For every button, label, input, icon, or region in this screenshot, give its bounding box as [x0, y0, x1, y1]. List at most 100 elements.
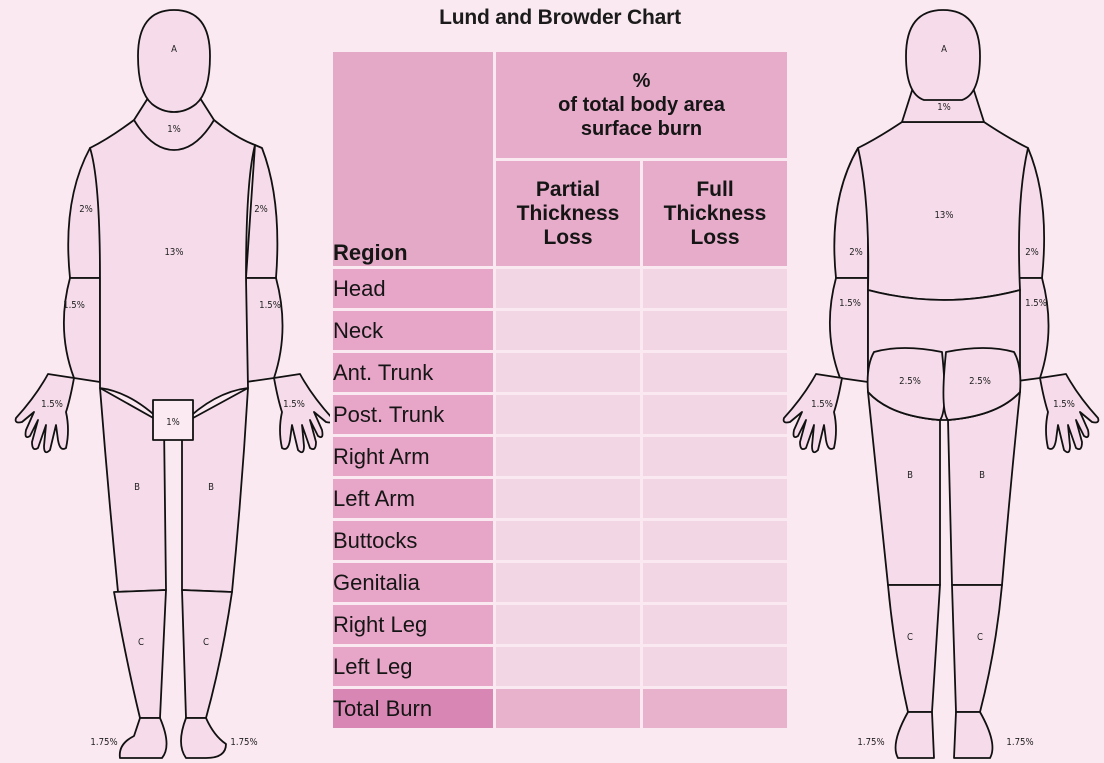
full-cell[interactable] — [642, 478, 789, 520]
front-label-lower-leg-right: C — [138, 637, 144, 648]
front-label-forearm-right: 1.5% — [63, 300, 85, 311]
table-row: Right Arm — [332, 436, 789, 478]
back-right-hand — [1040, 374, 1098, 452]
back-label-buttock-right: 2.5% — [969, 376, 991, 387]
table-row: Left Arm — [332, 478, 789, 520]
row-label: Right Leg — [332, 604, 495, 646]
front-left-lower-leg — [182, 590, 232, 718]
partial-cell[interactable] — [495, 352, 642, 394]
back-head — [906, 10, 980, 100]
back-body-figure: A 1% 13% 2% 2% 1.5% 1.5% 1.5% 1.5% 2.5% … — [770, 0, 1104, 763]
partial-header-line-3: Loss — [496, 226, 640, 250]
partial-cell[interactable] — [495, 604, 642, 646]
front-label-genitalia: 1% — [166, 417, 180, 428]
percent-header-line-3: surface burn — [496, 117, 787, 141]
full-cell[interactable] — [642, 520, 789, 562]
front-body-figure: A 1% 13% 2% 2% 1.5% 1.5% 1.5% 1.5% 1% B … — [0, 0, 340, 763]
back-label-thigh-left: B — [907, 470, 913, 481]
back-right-thigh — [948, 392, 1020, 585]
back-left-lower-leg — [888, 585, 940, 712]
back-label-foot-right: 1.75% — [1006, 737, 1033, 748]
back-right-lower-leg — [952, 585, 1002, 712]
front-label-hand-left: 1.5% — [283, 399, 305, 410]
back-label-thigh-right: B — [979, 470, 985, 481]
partial-total-cell[interactable] — [495, 688, 642, 730]
full-thickness-header: Full Thickness Loss — [642, 160, 789, 268]
front-left-hand — [274, 374, 332, 452]
full-total-cell[interactable] — [642, 688, 789, 730]
back-left-thigh — [868, 392, 940, 585]
front-label-thigh-left: B — [208, 482, 214, 493]
full-cell[interactable] — [642, 562, 789, 604]
front-left-forearm — [246, 278, 283, 382]
chart-title: Lund and Browder Chart — [330, 6, 790, 30]
front-right-foot — [120, 718, 167, 758]
back-label-lower-leg-right: C — [977, 632, 983, 643]
total-row: Total Burn — [332, 688, 789, 730]
partial-cell[interactable] — [495, 436, 642, 478]
full-cell[interactable] — [642, 646, 789, 688]
partial-header-line-2: Thickness — [496, 202, 640, 226]
back-label-hand-right: 1.5% — [1053, 399, 1075, 410]
front-label-upper-arm-right: 2% — [79, 204, 93, 215]
partial-thickness-header: Partial Thickness Loss — [495, 160, 642, 268]
back-label-head: A — [941, 44, 947, 55]
back-left-forearm — [830, 278, 868, 382]
back-label-forearm-left: 1.5% — [839, 298, 861, 309]
back-left-hand — [784, 374, 842, 452]
partial-cell[interactable] — [495, 268, 642, 310]
region-header: Region — [332, 51, 495, 268]
back-label-upper-arm-left: 2% — [849, 247, 863, 258]
row-label: Genitalia — [332, 562, 495, 604]
partial-cell[interactable] — [495, 646, 642, 688]
partial-cell[interactable] — [495, 394, 642, 436]
burn-assessment-table: Region % of total body area surface burn… — [330, 49, 790, 731]
row-label: Right Arm — [332, 436, 495, 478]
percent-header-line-2: of total body area — [496, 93, 787, 117]
table-row: Neck — [332, 310, 789, 352]
total-label: Total Burn — [332, 688, 495, 730]
full-cell[interactable] — [642, 604, 789, 646]
front-label-foot-right: 1.75% — [90, 737, 117, 748]
partial-cell[interactable] — [495, 310, 642, 352]
back-label-trunk: 13% — [935, 210, 954, 221]
row-label: Left Arm — [332, 478, 495, 520]
table-row: Buttocks — [332, 520, 789, 562]
full-cell[interactable] — [642, 268, 789, 310]
full-cell[interactable] — [642, 310, 789, 352]
table-row: Left Leg — [332, 646, 789, 688]
row-label: Neck — [332, 310, 495, 352]
back-label-neck: 1% — [937, 102, 951, 113]
table-row: Ant. Trunk — [332, 352, 789, 394]
front-label-trunk: 13% — [165, 247, 184, 258]
back-right-foot — [954, 712, 992, 758]
partial-cell[interactable] — [495, 478, 642, 520]
front-label-upper-arm-left: 2% — [254, 204, 268, 215]
full-header-line-3: Loss — [643, 226, 787, 250]
front-torso — [90, 120, 255, 424]
front-right-hand — [16, 374, 74, 452]
table-row: Genitalia — [332, 562, 789, 604]
row-label: Head — [332, 268, 495, 310]
partial-header-line-1: Partial — [496, 178, 640, 202]
table-row: Head — [332, 268, 789, 310]
row-label: Ant. Trunk — [332, 352, 495, 394]
back-label-upper-arm-right: 2% — [1025, 247, 1039, 258]
back-left-foot — [896, 712, 934, 758]
back-label-buttock-left: 2.5% — [899, 376, 921, 387]
full-cell[interactable] — [642, 352, 789, 394]
front-label-forearm-left: 1.5% — [259, 300, 281, 311]
back-label-foot-left: 1.75% — [857, 737, 884, 748]
front-right-lower-leg — [114, 590, 166, 718]
front-right-forearm — [64, 278, 100, 382]
percent-header-line-1: % — [496, 69, 787, 93]
full-header-line-2: Thickness — [643, 202, 787, 226]
full-cell[interactable] — [642, 394, 789, 436]
table-row: Right Leg — [332, 604, 789, 646]
front-label-lower-leg-left: C — [203, 637, 209, 648]
row-label: Buttocks — [332, 520, 495, 562]
partial-cell[interactable] — [495, 520, 642, 562]
front-label-foot-left: 1.75% — [230, 737, 257, 748]
full-cell[interactable] — [642, 436, 789, 478]
partial-cell[interactable] — [495, 562, 642, 604]
